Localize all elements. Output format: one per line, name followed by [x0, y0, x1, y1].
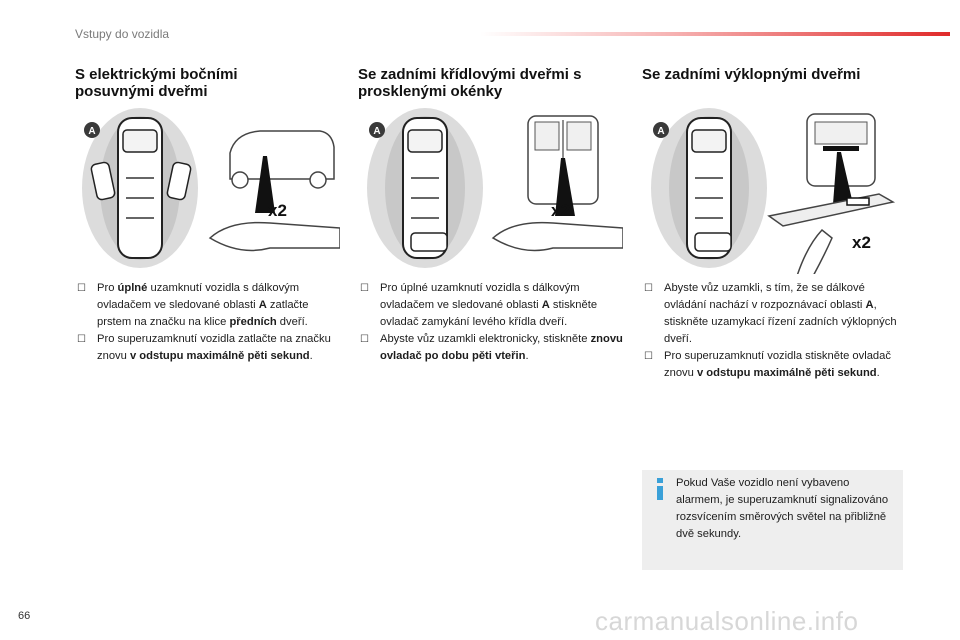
bullet-list: ☐Abyste vůz uzamkli, s tím, že se dálkov… — [642, 280, 907, 382]
info-icon — [657, 478, 663, 500]
illustration-wing-doors: A x2 — [367, 108, 623, 268]
bullet-item: ☐Pro úplné uzamknutí vozidla s dálkovým … — [77, 282, 309, 328]
column-title-line1: Se zadními křídlovými dveřmi s — [358, 66, 582, 83]
label-a: A — [373, 126, 380, 137]
column-title-line1: Se zadními výklopnými dveřmi — [642, 66, 861, 83]
header-title: Vstupy do vozidla — [75, 27, 170, 41]
watermark: carmanualsonline.info — [595, 606, 859, 636]
bullet-item: ☐Pro úplné uzamknutí vozidla s dálkovým … — [360, 282, 598, 328]
info-box: Pokud Vaše vozidlo není vybaveno alarmem… — [642, 470, 903, 570]
column-title-line2: posuvnými dveřmi — [75, 83, 208, 100]
illustration-sliding-doors: A x2 — [82, 108, 340, 268]
column-title: Se zadními křídlovými dveřmi s prosklený… — [358, 66, 581, 100]
label-a: A — [88, 126, 95, 137]
bullet-item: ☐Pro superuzamknutí vozidla stiskněte ov… — [644, 350, 891, 379]
bullet-list: ☐Pro úplné uzamknutí vozidla s dálkovým … — [358, 280, 623, 365]
bullet-item: ☐Pro superuzamknutí vozidla zatlačte na … — [77, 333, 331, 362]
label-x2: x2 — [852, 233, 871, 252]
bullet-list: ☐Pro úplné uzamknutí vozidla s dálkovým … — [75, 280, 340, 365]
bullet-item: ☐Abyste vůz uzamkli, s tím, že se dálkov… — [644, 282, 897, 345]
label-x2: x2 — [268, 201, 287, 220]
column-title-line2: prosklenými okénky — [358, 83, 503, 100]
page-number: 66 — [18, 610, 31, 622]
bullet-item: ☐Abyste vůz uzamkli elektronicky, stiskn… — [360, 333, 623, 362]
column-title-line1: S elektrickými bočními — [75, 66, 238, 83]
header-accent-line — [480, 32, 950, 36]
label-a: A — [657, 126, 664, 137]
illustration-tailgate: A x2 — [651, 108, 896, 274]
column-title: Se zadními výklopnými dveřmi — [642, 66, 860, 83]
label-x2: x2 — [551, 201, 570, 220]
column-title: S elektrickými bočními posuvnými dveřmi — [75, 66, 238, 100]
info-text: Pokud Vaše vozidlo není vybaveno alarmem… — [676, 477, 889, 540]
